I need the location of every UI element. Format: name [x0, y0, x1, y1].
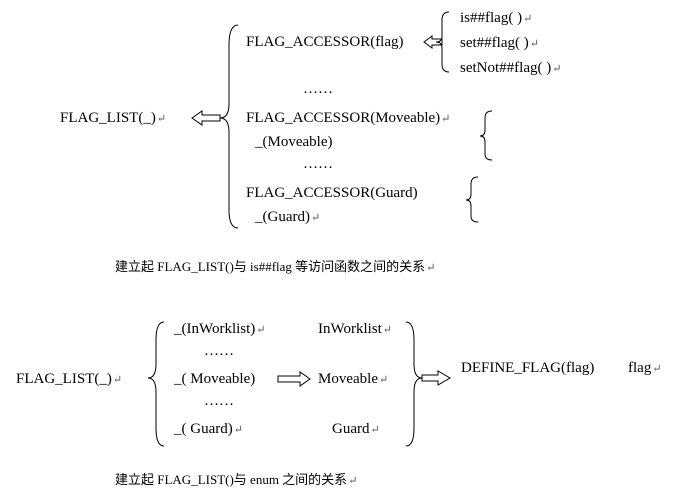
top-moveable-brace	[479, 110, 493, 161]
top-ellipsis-1: ……	[303, 81, 333, 97]
top-main-brace	[219, 24, 239, 229]
top-accessor-moveable: FLAG_ACCESSOR(Moveable)↵	[246, 110, 451, 126]
bottom-right-item-guard: Guard↵	[332, 421, 380, 437]
top-root-arrow	[191, 110, 221, 126]
top-func-arrow	[423, 35, 443, 49]
bottom-left-item-inworklist: _(InWorklist)↵	[174, 321, 266, 337]
top-func-set: set##flag( )↵	[460, 35, 539, 51]
bottom-mid-arrow	[277, 371, 311, 387]
top-func-setnot: setNot##flag( )↵	[460, 60, 562, 76]
top-root-label: FLAG_LIST(_)↵	[60, 110, 167, 126]
bottom-define-flag: DEFINE_FLAG(flag)	[461, 360, 595, 376]
top-caption: 建立起 FLAG_LIST()与 is##flag 等访问函数之间的关系↵	[115, 259, 436, 274]
bottom-flag-label: flag↵	[628, 360, 662, 376]
bottom-define-arrow	[421, 370, 451, 386]
top-func-is: is##flag( )↵	[460, 10, 533, 26]
top-accessor-guard: FLAG_ACCESSOR(Guard)	[246, 185, 418, 201]
bottom-right-brace	[405, 321, 423, 447]
top-guard-arg: _(Guard)↵	[255, 209, 321, 225]
top-func-brace	[435, 11, 450, 73]
bottom-left-brace	[147, 321, 165, 447]
bottom-left-item-moveable: _( Moveable)	[174, 371, 256, 387]
top-guard-brace	[465, 176, 479, 223]
top-accessor-flag: FLAG_ACCESSOR(flag)	[246, 34, 404, 50]
bottom-right-item-inworklist: InWorklist↵	[318, 321, 393, 337]
top-ellipsis-2: ……	[303, 156, 333, 172]
bottom-caption: 建立起 FLAG_LIST()与 enum 之间的关系↵	[115, 472, 358, 487]
top-moveable-arg: _(Moveable)	[255, 134, 333, 150]
bottom-left-item-guard: _( Guard)↵	[174, 421, 243, 437]
bottom-ellipsis-2: ……	[204, 393, 234, 409]
bottom-root-label: FLAG_LIST(_)↵	[16, 371, 123, 387]
bottom-right-item-moveable: Moveable↵	[318, 371, 389, 387]
bottom-ellipsis-1: ……	[204, 343, 234, 359]
